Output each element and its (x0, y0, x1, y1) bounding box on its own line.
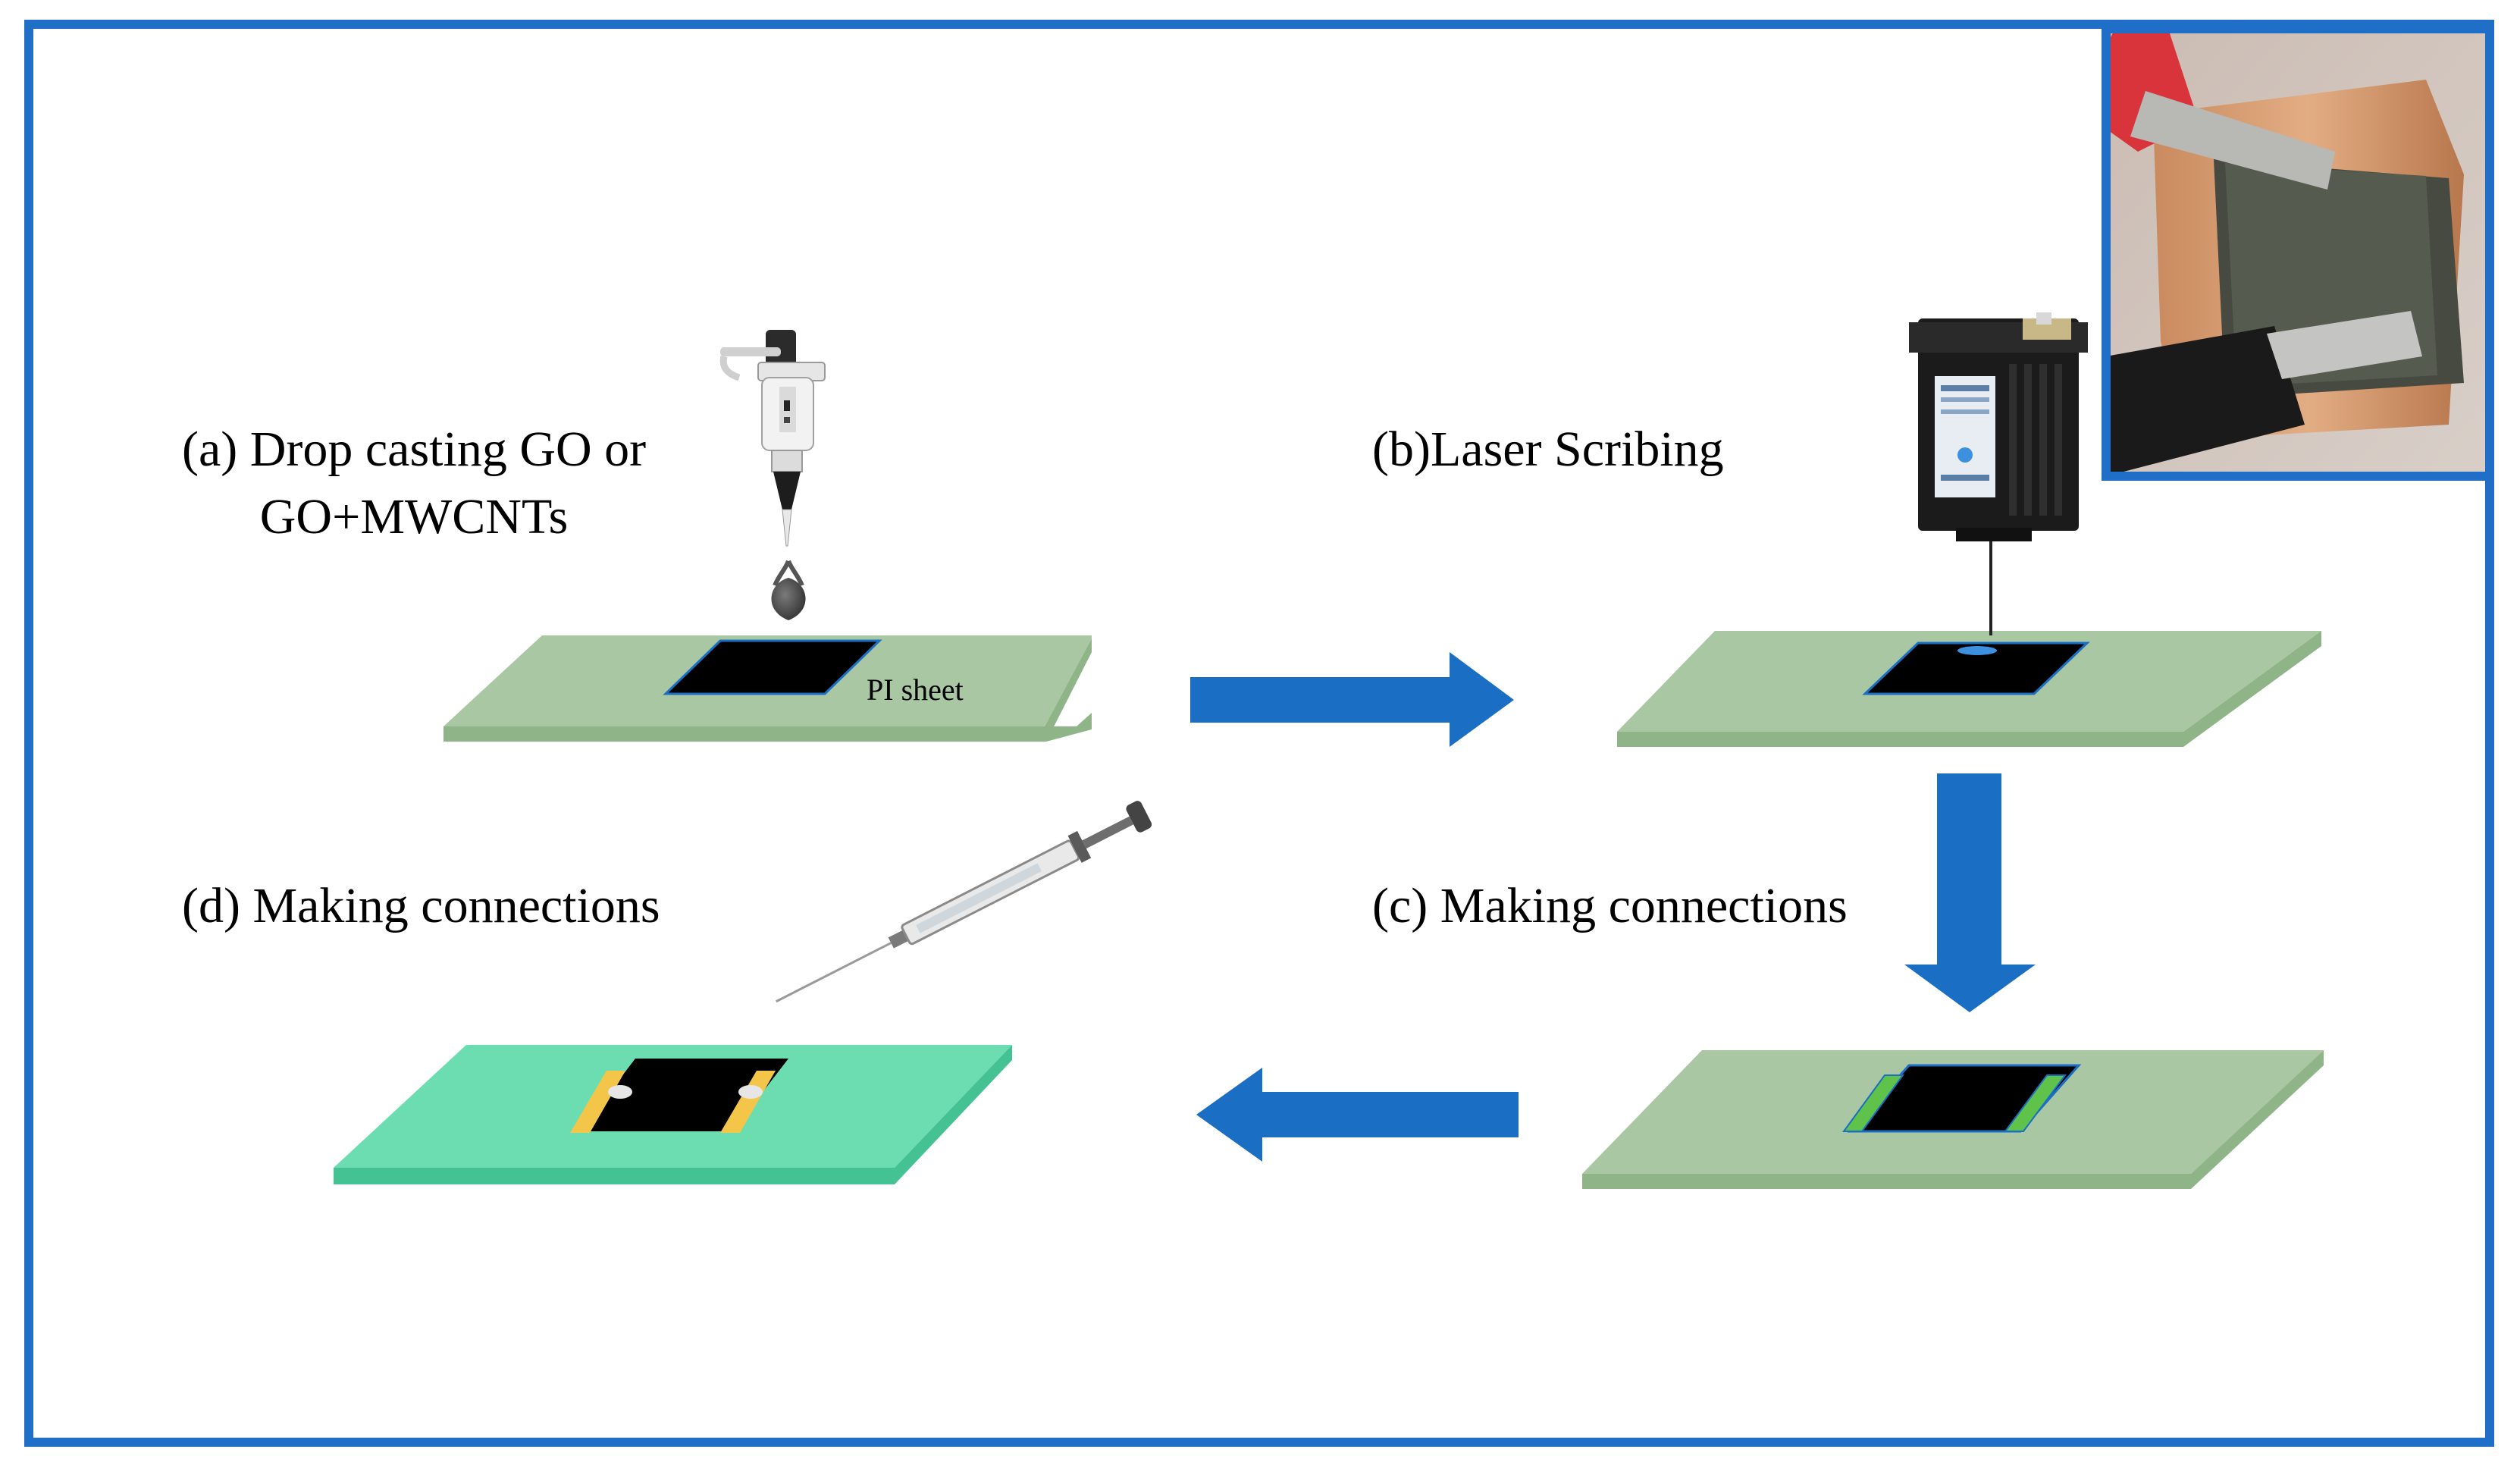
arrow-left (1196, 1068, 1519, 1162)
syringe-icon (776, 801, 1152, 1003)
pi-sheet-label: PI sheet (867, 673, 964, 707)
electrode-right-c (2004, 1074, 2067, 1132)
device-photo (2102, 24, 2494, 481)
step-b-label: (b)Laser Scribing (1372, 422, 1724, 477)
arrow-right (1190, 652, 1514, 747)
step-a-line2: GO+MWCNTs (259, 489, 569, 545)
step-d-sheet (334, 1045, 1012, 1184)
micropipette-icon (719, 330, 826, 620)
electrode-left-c (1842, 1074, 1904, 1132)
electrode-left-d (570, 1071, 625, 1133)
outer-frame (24, 20, 2494, 1447)
arrow-down (1904, 773, 2036, 1012)
droplet (771, 578, 806, 620)
electrode-right-d (720, 1071, 776, 1133)
step-c-sheet (1582, 1050, 2324, 1189)
step-a-line1: (a) Drop casting GO or (182, 422, 647, 477)
step-d-label: (d) Making connections (182, 878, 660, 933)
step-a-sheet (444, 635, 1092, 742)
go-film-a (663, 639, 882, 695)
step-b-sheet (1617, 631, 2321, 747)
laser-module-icon (1909, 312, 2088, 635)
step-c-label: (c) Making connections (1372, 878, 1848, 933)
step-a-label: (a) Drop casting GO or GO+MWCNTs (182, 416, 646, 550)
go-film-b (1862, 641, 2090, 695)
